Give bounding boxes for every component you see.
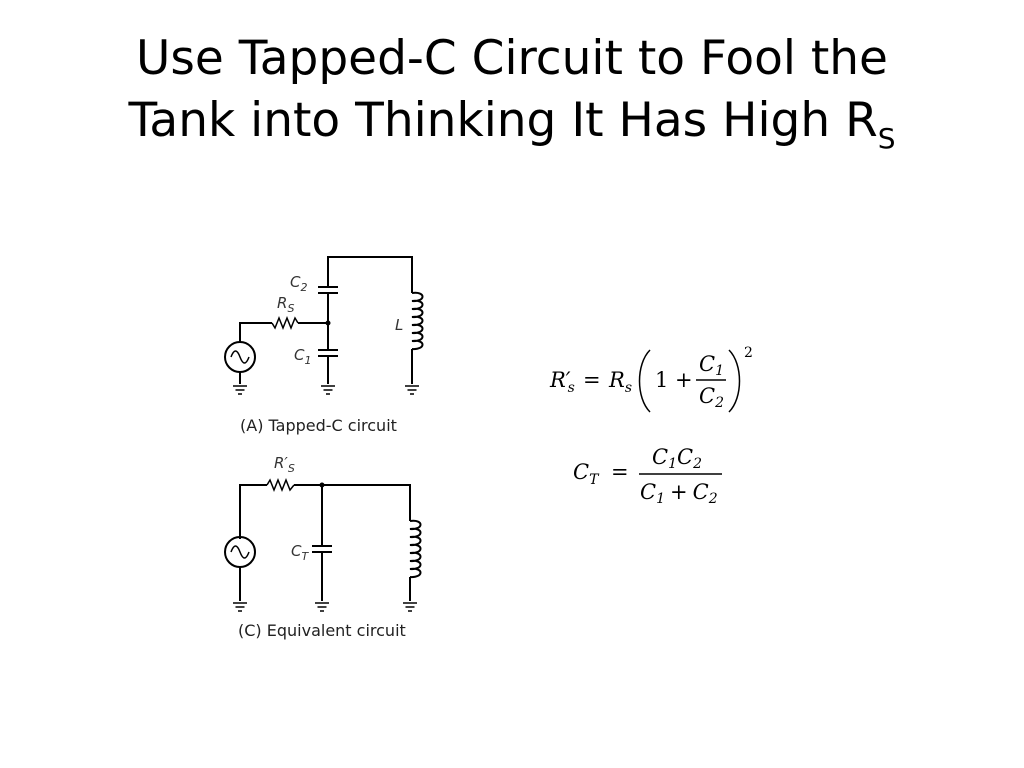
- eq1-denominator: C2: [699, 384, 724, 411]
- label-rs: RS: [277, 294, 294, 315]
- label-ct: CT: [291, 542, 309, 563]
- resistor-rs-zigzag: [271, 315, 299, 331]
- resistor-rs-prime-zigzag: [266, 477, 295, 493]
- title-line-2-text: Tank into Thinking It Has High R: [128, 93, 878, 148]
- inductor-coil: [409, 519, 422, 579]
- ground-icon: [314, 602, 330, 612]
- ground-icon: [402, 602, 418, 612]
- source-top-wire: [239, 322, 272, 342]
- label-c2: C2: [290, 273, 307, 294]
- equation-ct: CT = C1C2 C1+C2: [573, 445, 722, 507]
- source-top-wire: [239, 484, 267, 539]
- caption-tapped-c: (A) Tapped-C circuit: [240, 416, 397, 435]
- label-l: L: [395, 316, 403, 334]
- eq2-numerator: C1C2: [652, 445, 702, 472]
- left-paren: [638, 349, 651, 413]
- eq1-rs: Rs: [608, 368, 632, 396]
- tapped-c-circuit: C2 RS L C1 (A) Tapped-C circuit: [224, 256, 424, 435]
- ground-icon: [232, 602, 248, 612]
- inductor-l-coil: [411, 291, 424, 351]
- caption-equivalent: (C) Equivalent circuit: [238, 621, 406, 640]
- eq1-exponent: 2: [744, 345, 753, 361]
- eq2-denominator: C1+C2: [640, 480, 718, 507]
- tank-top-wire: [327, 256, 413, 293]
- sine-wave-icon: [230, 545, 250, 559]
- label-c1: C1: [294, 346, 311, 367]
- eq2-lhs: CT: [573, 460, 600, 488]
- equivalent-circuit: R′S CT (C) Equivalent circuit: [224, 454, 422, 640]
- eq1-equals: =: [583, 368, 601, 392]
- right-paren: [728, 349, 741, 413]
- ground-icon: [232, 385, 248, 395]
- label-rs-prime: R′S: [274, 454, 295, 475]
- ground-icon: [320, 385, 336, 395]
- title-line-1: Use Tapped-C Circuit to Fool the: [136, 31, 888, 86]
- eq1-one-plus: 1 +: [655, 368, 693, 392]
- title-line-2-subscript: S: [877, 122, 896, 155]
- equation-rs-prime: R′s = Rs 1 + C1 C2 2: [549, 345, 753, 413]
- eq1-lhs: R′s: [549, 368, 575, 396]
- eq1-numerator: C1: [699, 352, 724, 379]
- ground-icon: [404, 385, 420, 395]
- slide-title: Use Tapped-C Circuit to Fool the Tank in…: [0, 28, 1024, 170]
- sine-wave-icon: [230, 350, 250, 364]
- top-wire: [294, 484, 411, 521]
- eq2-equals: =: [611, 460, 629, 484]
- title-line-2: Tank into Thinking It Has High RS: [0, 90, 1024, 170]
